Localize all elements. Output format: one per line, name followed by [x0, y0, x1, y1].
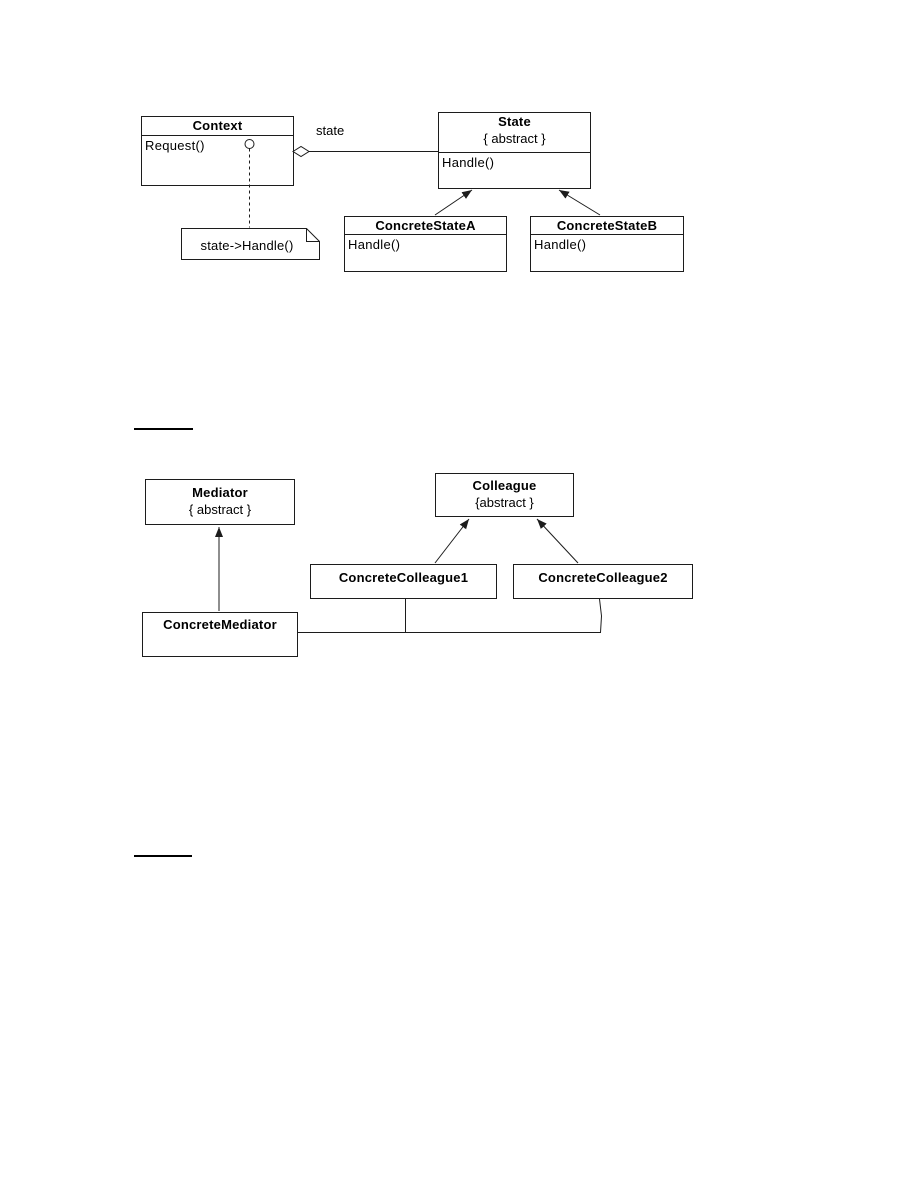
generalization-arrow-concretecolleague2-colleague: [536, 518, 579, 564]
class-title-colleague: Colleague: [472, 478, 537, 493]
association-role-label-state: state: [316, 123, 345, 138]
class-stereotype-mediator: { abstract }: [188, 502, 252, 517]
heading-underline-1: [134, 428, 193, 430]
generalization-arrow-concretestatea-state: [434, 189, 473, 216]
class-title-concretestatea: ConcreteStateA: [375, 218, 476, 233]
class-title-concretemediator: ConcreteMediator: [163, 617, 277, 632]
class-box-colleague: Colleague {abstract }: [435, 473, 574, 517]
method-state-handle: Handle(): [442, 155, 495, 170]
class-title-mediator: Mediator: [192, 485, 248, 500]
class-box-concretestateb: ConcreteStateB Handle(): [530, 216, 684, 272]
class-box-concretestatea: ConcreteStateA Handle(): [344, 216, 507, 272]
association-line-concretecolleague2-drop: [599, 598, 603, 633]
class-title-state: State: [498, 114, 531, 129]
class-box-mediator: Mediator { abstract }: [145, 479, 295, 525]
class-box-concretecolleague2: ConcreteColleague2: [513, 564, 693, 599]
class-box-state: State { abstract } Handle(): [438, 112, 591, 189]
aggregation-diamond-icon: [292, 145, 310, 158]
class-title-concretecolleague2: ConcreteColleague2: [538, 570, 668, 585]
class-stereotype-colleague: {abstract }: [475, 495, 534, 510]
class-title-concretestateb: ConcreteStateB: [556, 218, 658, 233]
class-box-concretecolleague1: ConcreteColleague1: [310, 564, 497, 599]
class-box-context: Context Request(): [141, 116, 294, 186]
class-box-concretemediator: ConcreteMediator: [142, 612, 298, 657]
heading-underline-2: [134, 855, 192, 857]
method-context-request: Request(): [145, 138, 205, 153]
class-title-context: Context: [192, 118, 243, 133]
method-concretestatea-handle: Handle(): [348, 237, 401, 252]
generalization-arrow-concretecolleague1-colleague: [434, 518, 470, 564]
method-concretestateb-handle: Handle(): [534, 237, 587, 252]
class-title-concretecolleague1: ConcreteColleague1: [338, 570, 469, 585]
generalization-arrow-concretestateb-state: [558, 189, 601, 216]
note-text: state->Handle(): [200, 238, 294, 253]
class-stereotype-state: { abstract }: [483, 131, 546, 146]
